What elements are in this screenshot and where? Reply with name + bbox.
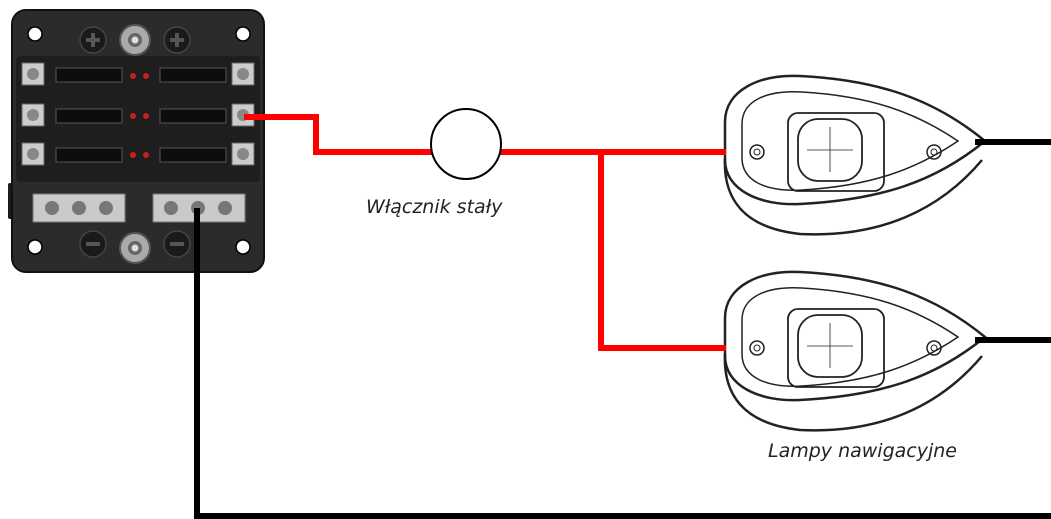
fuse-slot [21, 62, 123, 86]
fuse-box [8, 9, 265, 273]
negative-busbar-left [32, 193, 126, 223]
minus-icon [79, 230, 107, 258]
indicator-led [130, 73, 149, 79]
mount-hole [235, 26, 251, 42]
lamps-label: Lampy nawigacyjne [768, 440, 957, 462]
fuse-slot [159, 142, 255, 166]
fuse-slot [21, 142, 123, 166]
mount-hole [27, 239, 43, 255]
negative-wire [194, 139, 1051, 519]
switch-label: Włącznik stały [366, 196, 503, 218]
fuse-slot [159, 62, 255, 86]
lamp-icon [723, 270, 987, 432]
indicator-led [130, 152, 149, 158]
plus-icon [163, 26, 191, 54]
mount-hole [235, 239, 251, 255]
main-negative-stud [119, 232, 151, 264]
switch-icon [430, 108, 502, 180]
plus-icon [79, 26, 107, 54]
lamp-icon [723, 74, 987, 236]
positive-wire [244, 114, 726, 351]
main-positive-stud [119, 24, 151, 56]
indicator-led [130, 113, 149, 119]
fuse-slot [159, 103, 255, 127]
mount-hole [27, 26, 43, 42]
fuse-slot [21, 103, 123, 127]
minus-icon [163, 230, 191, 258]
